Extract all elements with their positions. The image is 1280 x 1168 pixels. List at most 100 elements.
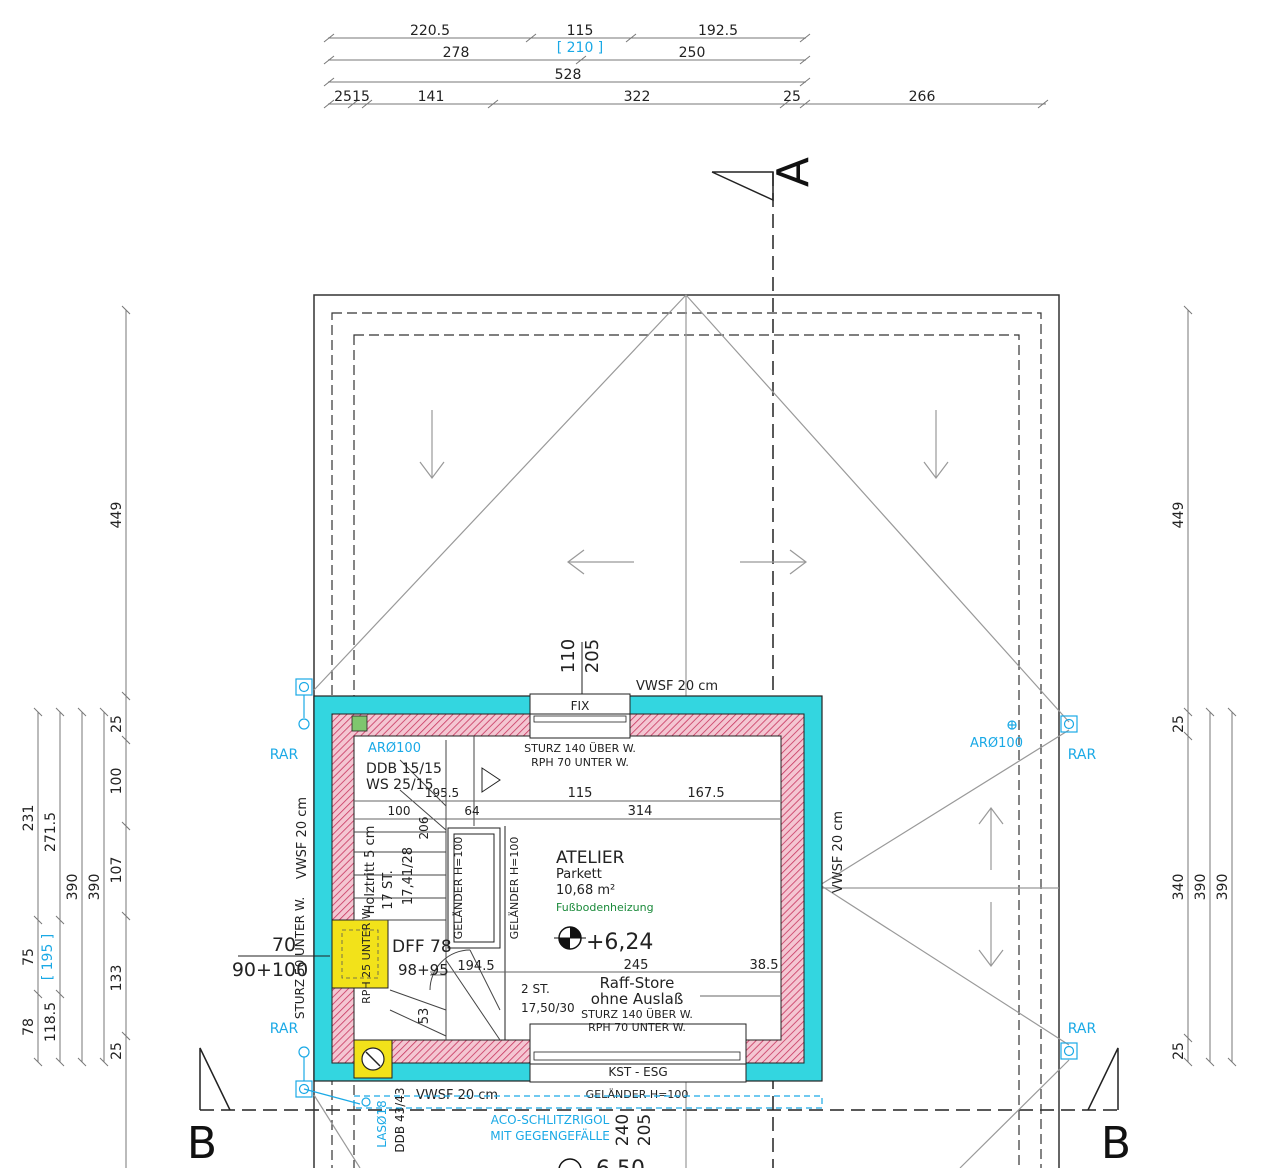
section-line-b: B B	[187, 1047, 1131, 1168]
dim-top-141: 141	[418, 89, 445, 105]
stairs-2st: 2 ST.	[521, 982, 550, 996]
dim-115-inner: 115	[568, 786, 593, 801]
drain-right-top-icon	[1060, 715, 1078, 733]
sturz-left-label: STURZ 50 UNTER W.	[293, 897, 307, 1019]
chimney-shaft	[331, 919, 393, 1079]
room-floor: Parkett	[556, 867, 602, 882]
dim-top-25b: 25	[783, 89, 801, 105]
drain-symbols	[295, 678, 1078, 1109]
dim-top-322: 322	[624, 89, 651, 105]
vwsf-top-label: VWSF 20 cm	[636, 679, 718, 694]
sturz-top-line1: STURZ 140 ÜBER W.	[524, 742, 636, 755]
building-walls	[313, 695, 823, 1082]
dim-left-449: 449	[109, 502, 125, 529]
dim-left-390a: 390	[65, 874, 81, 901]
dim-top-25: 25	[334, 89, 352, 105]
room-heating: Fußbodenheizung	[556, 901, 654, 914]
dim-left-133: 133	[109, 965, 125, 992]
top-window: FIX STURZ 140 ÜBER W. RPH 70 UNTER W. 11…	[524, 639, 636, 769]
dim-left-107: 107	[109, 857, 125, 884]
dim-205-bottom: 205	[635, 1114, 655, 1146]
dim-38-5: 38.5	[750, 958, 779, 973]
ar-left-label: ARØ100	[368, 741, 421, 756]
ddb-bottom-label: DDB 43/43	[393, 1087, 407, 1152]
dim-70: 70	[272, 934, 296, 956]
downpipe-square	[351, 715, 368, 732]
dim-left-78: 78	[21, 1018, 37, 1036]
dimension-ticks	[323, 33, 1049, 109]
dim-top-528: 528	[555, 67, 582, 83]
dim-top-15: 15	[352, 89, 370, 105]
aco-line2: MIT GEGENGEFÄLLE	[490, 1128, 610, 1143]
holztritt-label: Holztritt 5 cm	[363, 826, 378, 915]
dim-53: 53	[417, 1008, 432, 1025]
dim-right-25b: 25	[1171, 1042, 1187, 1060]
dim-left-118-5: 118.5	[43, 1002, 59, 1042]
dim-left-25a: 25	[109, 715, 125, 733]
dim-98-95: 98+95	[398, 961, 449, 979]
las-drain-icon	[361, 1097, 371, 1107]
left-dimension-chains	[33, 305, 131, 1168]
sturz-bottom-line1: STURZ 140 ÜBER W.	[581, 1008, 693, 1021]
ddb-label: DDB 15/15	[366, 761, 442, 777]
window-dim-110: 110	[558, 639, 579, 673]
vwsf-left-label: VWSF 20 cm	[295, 797, 310, 879]
ar-right-label: ARØ100	[970, 736, 1023, 751]
dim-206: 206	[417, 817, 431, 840]
level-bottom-label: 6,50	[596, 1157, 645, 1168]
dim-right-340: 340	[1171, 874, 1187, 901]
stairs-17st: 17 ST.	[381, 870, 396, 909]
raff-store-line1: Raff-Store	[600, 974, 675, 992]
dim-left-231: 231	[21, 805, 37, 832]
dim-167-5: 167.5	[687, 786, 724, 801]
gelaender-v2: GELÄNDER H=100	[508, 837, 521, 940]
las-label: LASØ18	[375, 1100, 389, 1148]
dim-top-278: 278	[443, 45, 470, 61]
drain-left-bottom-icon	[295, 1080, 313, 1098]
bottom-window: KST - ESG	[529, 1023, 747, 1083]
vwsf-right-label: VWSF 20 cm	[831, 811, 846, 893]
left-dimension-labels: 231 75 78 271.5 [ 195 ] 118.5 390 390 44…	[21, 502, 125, 1060]
rph-left-label: RPH 25 UNTER W.	[360, 906, 373, 1004]
aco-line1: ACO-SCHLITZRIGOL	[491, 1113, 610, 1127]
dim-245: 245	[624, 958, 649, 973]
dim-240: 240	[613, 1114, 633, 1146]
room-name: ATELIER	[556, 848, 625, 868]
room-area: 10,68 m²	[556, 883, 615, 898]
top-dimension-labels: 220.5 115 192.5 278 [ 210 ] 250 528 25 1…	[334, 23, 935, 105]
drain-right-bottom-icon	[1060, 1042, 1078, 1060]
stairs-ratio-2: 17,50/30	[521, 1001, 575, 1015]
dim-top-250: 250	[679, 45, 706, 61]
dim-top-115: 115	[567, 23, 594, 39]
rar-right-top: RAR	[1068, 747, 1097, 763]
dim-left-195: [ 195 ]	[40, 934, 56, 981]
dim-194-5: 194.5	[457, 959, 494, 974]
dim-left-271-5: 271.5	[43, 812, 59, 852]
dim-right-390b: 390	[1215, 874, 1231, 901]
dim-195-5: 195.5	[425, 786, 459, 800]
dim-top-266: 266	[909, 89, 936, 105]
kst-label: KST - ESG	[608, 1065, 667, 1079]
building-annotations: VWSF 20 cm VWSF 20 cm VWSF 20 cm VWSF 20…	[232, 679, 1097, 1168]
rar-left-bottom: RAR	[270, 1021, 299, 1037]
internal-dimension-lines	[354, 800, 780, 997]
section-b-right-label: B	[1101, 1118, 1131, 1168]
dim-top-220-5: 220.5	[410, 23, 450, 39]
ws-label: WS 25/15	[366, 777, 434, 793]
top-dimension-chains	[323, 33, 1049, 109]
dim-left-100: 100	[109, 768, 125, 795]
sturz-top-line2: RPH 70 UNTER W.	[531, 756, 629, 769]
dff-label: DFF 78	[392, 937, 452, 957]
rar-left-bottom-icon	[298, 1046, 310, 1058]
section-a-label: A	[768, 157, 819, 187]
dim-right-390a: 390	[1193, 874, 1209, 901]
dim-left-25b: 25	[109, 1042, 125, 1060]
dim-left-75: 75	[21, 948, 37, 966]
right-dimension-chains	[1183, 305, 1237, 1067]
rar-left-top-icon	[298, 718, 310, 730]
gelaender-bottom: GELÄNDER H=100	[586, 1088, 689, 1101]
dim-top-210: [ 210 ]	[557, 40, 604, 56]
sturz-bottom-line2: RPH 70 UNTER W.	[588, 1021, 686, 1034]
staircase	[354, 736, 506, 1041]
